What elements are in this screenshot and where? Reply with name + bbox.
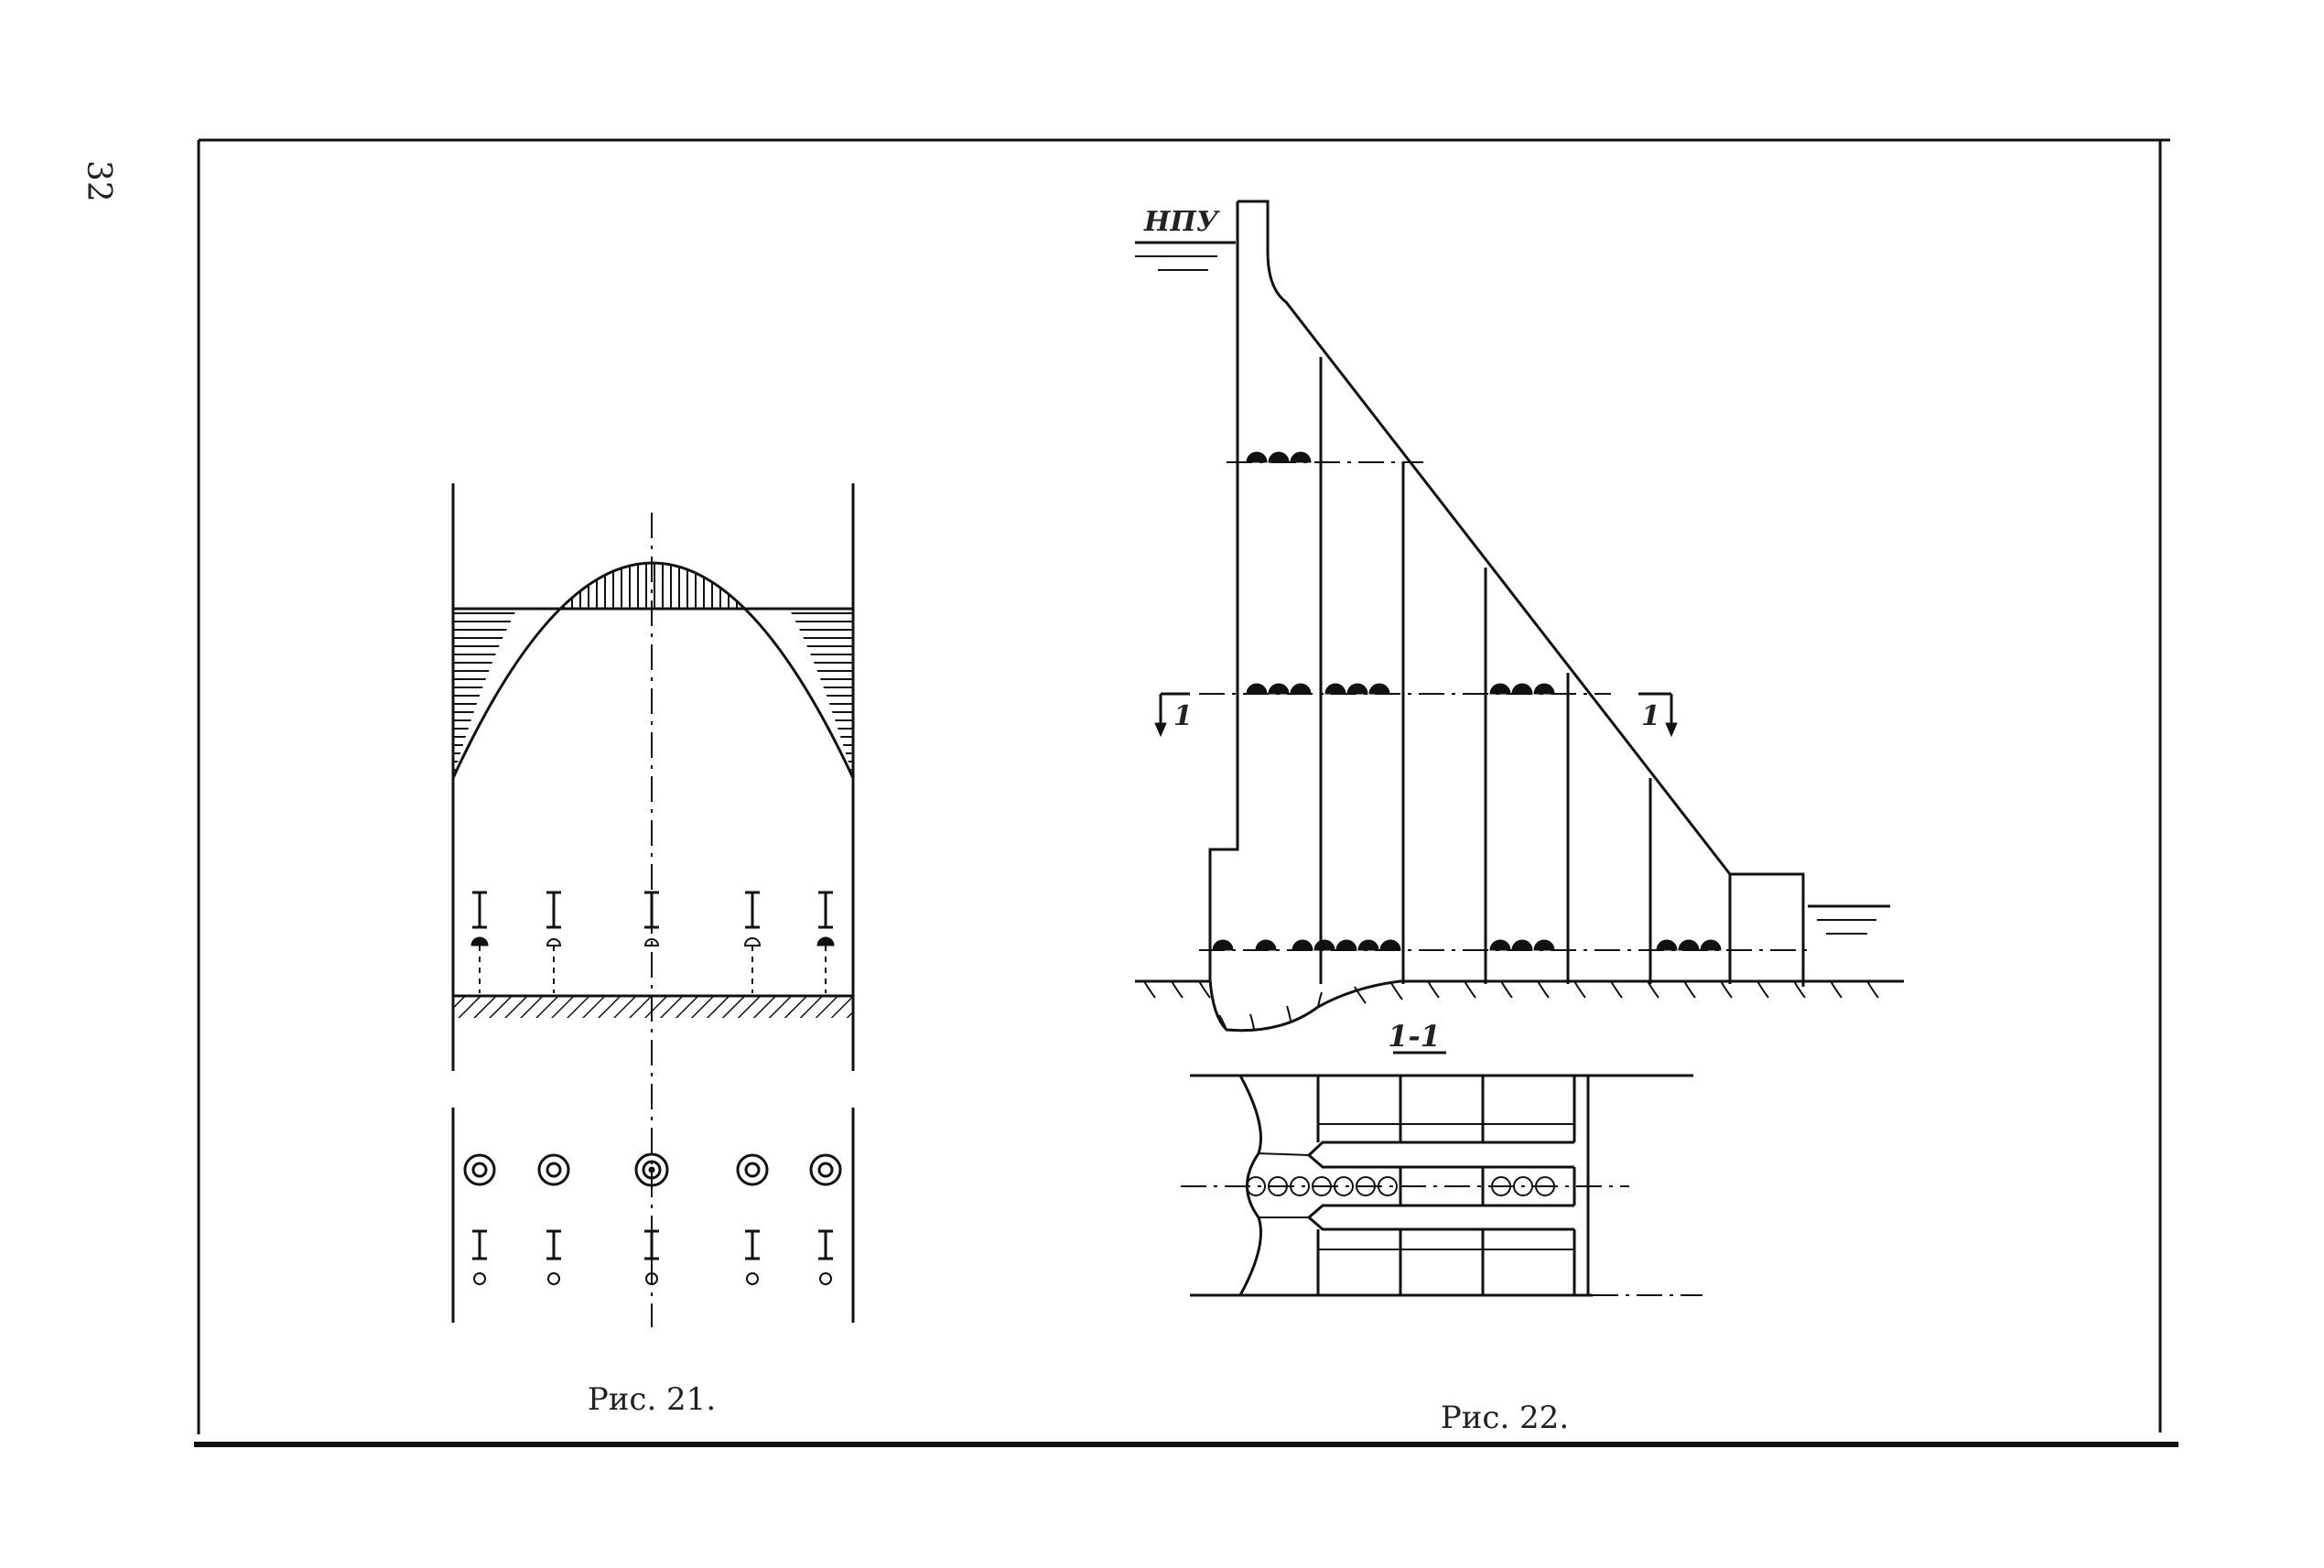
figure-21: Рис. 21.	[451, 483, 855, 1418]
anchor-circle	[809, 1153, 842, 1186]
water-level-label: НПУ	[1143, 206, 1221, 238]
section-title: 1-1	[1388, 1019, 1441, 1054]
anchor-symbol	[643, 891, 660, 946]
figure-22-caption: Рис. 22.	[1441, 1400, 1569, 1436]
section-marker-left: 1	[1154, 692, 1193, 738]
figure-22: НПУ	[1135, 200, 1904, 1436]
anchor-circles-section	[1246, 1176, 1555, 1196]
anchor-row-middle	[1199, 683, 1611, 695]
upstream-water-level: НПУ	[1135, 206, 1236, 271]
section-marker-right: 1	[1638, 692, 1678, 738]
anchor-circle	[736, 1153, 769, 1186]
svg-text:1: 1	[1173, 700, 1193, 732]
stress-diagram-right	[789, 609, 853, 778]
foundation-hatch	[453, 996, 853, 1018]
section-1-1-plan: 1-1	[1181, 1019, 1702, 1297]
anchor-symbol	[546, 891, 562, 993]
figure-21-caption: Рис. 21.	[588, 1381, 716, 1418]
anchor-symbol	[470, 891, 489, 993]
sheet-border	[194, 138, 2178, 1447]
dam-outline	[1208, 200, 1805, 987]
anchors-plan	[463, 1152, 842, 1187]
ground-line	[1135, 979, 1904, 1033]
stress-diagram-left	[453, 609, 517, 778]
svg-text:1: 1	[1641, 700, 1660, 732]
anchor-circle	[463, 1153, 496, 1186]
anchor-symbol	[743, 891, 762, 993]
buttress-walls	[1319, 357, 1732, 984]
anchor-row-upper	[1227, 451, 1423, 463]
anchor-symbol	[816, 891, 835, 993]
anchor-circle	[634, 1152, 669, 1187]
anchor-row-lower	[1199, 939, 1808, 951]
anchor-ibeams-plan	[472, 1229, 833, 1285]
downstream-water-level	[1808, 904, 1890, 935]
stress-diagram-top	[453, 563, 853, 609]
anchor-circle	[537, 1153, 570, 1186]
anchors-elevation	[470, 891, 835, 993]
